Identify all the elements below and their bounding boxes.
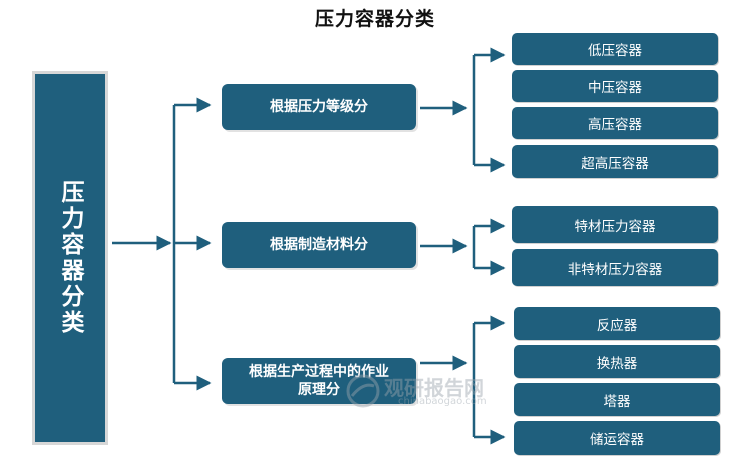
branch-process-principle: 根据生产过程中的作业原理分 [222, 358, 416, 404]
leaf-medium-pressure: 中压容器 [512, 70, 718, 102]
leaf-non-special-material: 非特材压力容器 [512, 249, 718, 286]
root-node: 压力容器分类 [32, 71, 108, 445]
leaf-special-material: 特材压力容器 [512, 206, 718, 243]
diagram-title: 压力容器分类 [314, 8, 435, 30]
leaf-reactor: 反应器 [514, 307, 720, 340]
leaf-high-pressure: 高压容器 [512, 107, 718, 139]
leaf-heat-exchanger: 换热器 [514, 345, 720, 378]
branch-material: 根据制造材料分 [222, 222, 416, 268]
leaf-tower: 塔器 [514, 383, 720, 416]
leaf-low-pressure: 低压容器 [512, 33, 718, 65]
leaf-storage-container: 储运容器 [514, 421, 720, 455]
branch-pressure-level: 根据压力等级分 [222, 84, 416, 130]
leaf-ultra-high-pressure: 超高压容器 [512, 145, 718, 178]
